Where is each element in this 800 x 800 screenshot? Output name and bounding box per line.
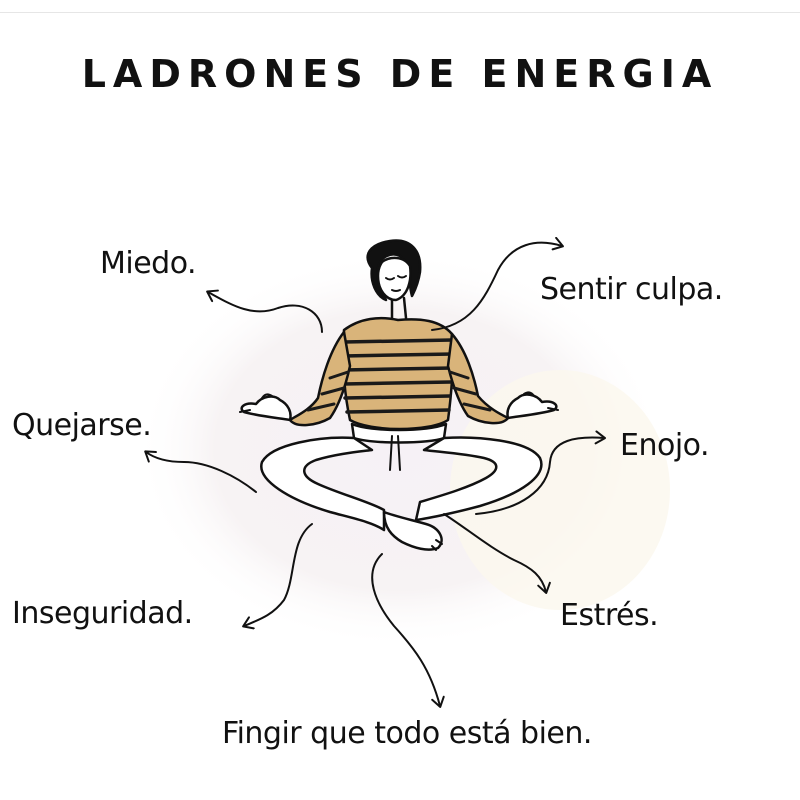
right-hand-fingers xyxy=(523,391,559,411)
background-glow-warm xyxy=(450,370,670,610)
eyes xyxy=(385,275,407,281)
top-divider xyxy=(0,12,800,13)
arrow-icon-inseguridad xyxy=(242,523,313,630)
foot xyxy=(382,510,443,551)
label-enojo: Enojo. xyxy=(620,428,710,463)
label-inseguridad: Inseguridad. xyxy=(12,596,193,631)
mouth xyxy=(391,289,401,292)
sweater-stripes xyxy=(341,338,455,414)
arrow-icon-estres xyxy=(443,513,551,594)
label-quejarse: Quejarse. xyxy=(12,408,152,443)
label-miedo: Miedo. xyxy=(100,246,197,281)
arrow-icon-enojo xyxy=(475,430,606,515)
neck xyxy=(390,296,408,320)
meditating-woman-illustration xyxy=(239,239,559,551)
arrows xyxy=(144,236,606,708)
right-leg xyxy=(414,436,543,522)
label-sentir-culpa: Sentir culpa. xyxy=(540,272,723,307)
label-fingir: Fingir que todo está bien. xyxy=(222,716,592,751)
left-hand xyxy=(240,395,292,422)
arrow-icon-miedo xyxy=(206,289,323,333)
drawstring xyxy=(389,435,401,471)
arrow-icon-quejarse xyxy=(144,450,257,493)
left-leg xyxy=(260,436,386,532)
foot-toes xyxy=(431,539,443,551)
arrow-icon-fingir xyxy=(371,553,445,708)
page-title: LADRONES DE ENERGIA xyxy=(81,52,719,96)
arrow-icon-sentir-culpa xyxy=(431,236,564,331)
label-estres: Estrés. xyxy=(560,598,659,633)
left-hand-fingers xyxy=(239,393,273,413)
right-hand xyxy=(506,393,558,420)
